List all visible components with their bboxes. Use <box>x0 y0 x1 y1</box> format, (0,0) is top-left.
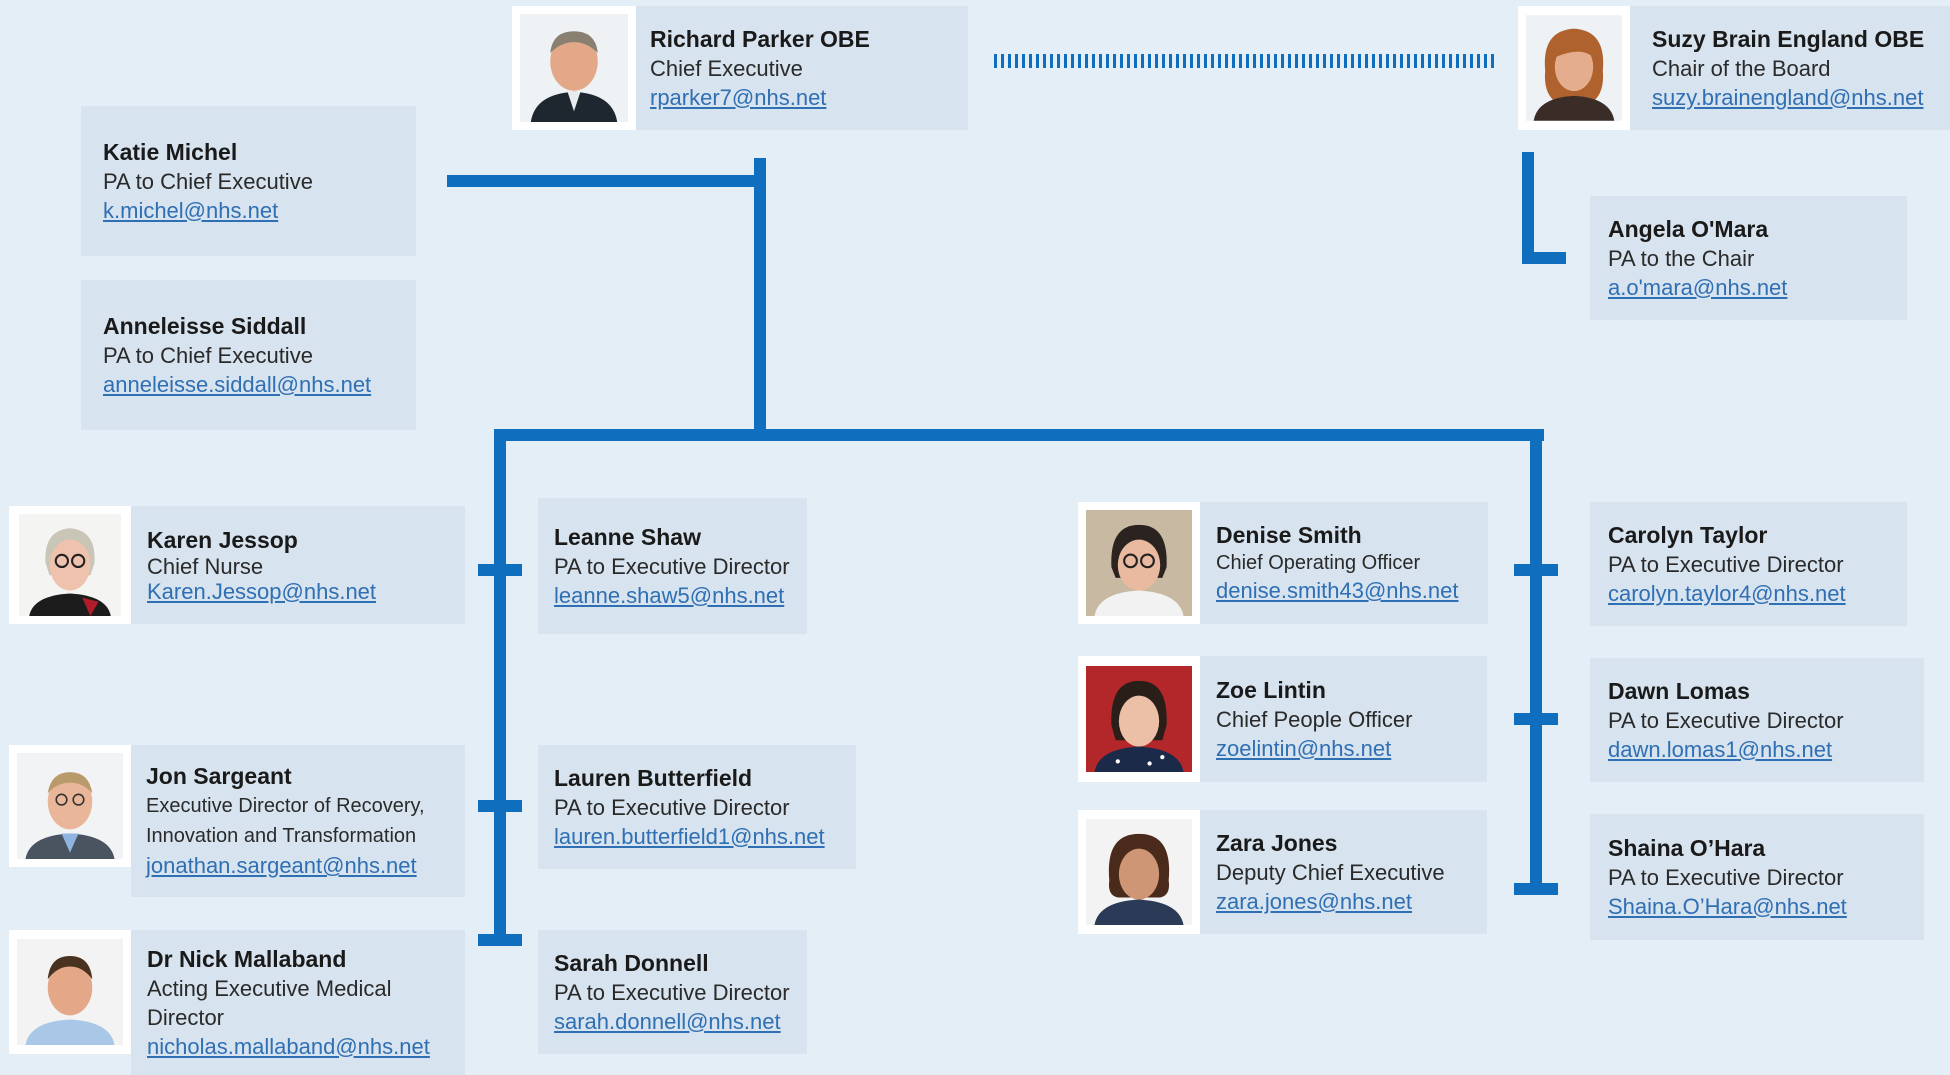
connector-ceo-pa <box>447 175 760 187</box>
role-nick-mallaband-line1: Acting Executive Medical <box>147 975 392 1001</box>
email-anneleisse-siddall[interactable]: anneleisse.siddall@nhs.net <box>103 371 372 397</box>
email-denise-smith[interactable]: denise.smith43@nhs.net <box>1216 578 1459 603</box>
role-angela-omara: PA to the Chair <box>1608 245 1755 271</box>
card-denise-smith: Denise Smith Chief Operating Officer den… <box>1200 502 1488 624</box>
name-sarah-donnell: Sarah Donnell <box>554 949 709 976</box>
email-sarah-donnell[interactable]: sarah.donnell@nhs.net <box>554 1008 781 1034</box>
avatar-karen-jessop <box>9 506 131 624</box>
card-leanne-shaw: Leanne Shaw PA to Executive Director lea… <box>538 498 807 634</box>
role-leanne-shaw: PA to Executive Director <box>554 553 790 579</box>
avatar-denise-smith <box>1078 502 1200 624</box>
card-suzy-brain-england: Suzy Brain England OBE Chair of the Boar… <box>1630 6 1950 130</box>
name-richard-parker: Richard Parker OBE <box>650 25 870 52</box>
name-carolyn-taylor: Carolyn Taylor <box>1608 521 1768 548</box>
email-karen-jessop[interactable]: Karen.Jessop@nhs.net <box>147 578 377 604</box>
avatar-suzy-brain-england <box>1518 6 1630 130</box>
role-sarah-donnell: PA to Executive Director <box>554 979 790 1005</box>
email-lauren-butterfield[interactable]: lauren.butterfield1@nhs.net <box>554 823 825 849</box>
email-nick-mallaband[interactable]: nicholas.mallaband@nhs.net <box>147 1033 430 1059</box>
connector-chair-vertical <box>1522 152 1534 264</box>
name-shaina-ohara: Shaina O’Hara <box>1608 834 1766 861</box>
avatar-zoe-lintin <box>1078 656 1200 782</box>
role-karen-jessop: Chief Nurse <box>147 553 264 579</box>
connector-exec-horizontal <box>494 429 1544 441</box>
name-karen-jessop: Karen Jessop <box>147 526 298 553</box>
connector-right-vertical <box>1530 429 1542 891</box>
avatar-zara-jones <box>1078 810 1200 934</box>
role-nick-mallaband-line2: Director <box>147 1004 225 1030</box>
name-suzy-brain-england: Suzy Brain England OBE <box>1652 25 1925 52</box>
dashed-link-ceo-chair <box>994 54 1498 68</box>
email-jon-sargeant[interactable]: jonathan.sargeant@nhs.net <box>146 853 417 878</box>
email-suzy-brain-england[interactable]: suzy.brainengland@nhs.net <box>1652 84 1924 110</box>
card-katie-michel: Katie Michel PA to Chief Executive k.mic… <box>81 106 416 256</box>
name-zoe-lintin: Zoe Lintin <box>1216 676 1326 703</box>
tick-left-3 <box>478 934 522 946</box>
role-richard-parker: Chief Executive <box>650 55 803 81</box>
card-anneleisse-siddall: Anneleisse Siddall PA to Chief Executive… <box>81 280 416 430</box>
role-dawn-lomas: PA to Executive Director <box>1608 707 1844 733</box>
connector-left-vertical <box>494 429 506 942</box>
name-zara-jones: Zara Jones <box>1216 829 1338 856</box>
name-katie-michel: Katie Michel <box>103 138 238 165</box>
name-denise-smith: Denise Smith <box>1216 522 1362 548</box>
card-sarah-donnell: Sarah Donnell PA to Executive Director s… <box>538 930 807 1054</box>
role-katie-michel: PA to Chief Executive <box>103 168 313 194</box>
card-nick-mallaband: Dr Nick Mallaband Acting Executive Medic… <box>131 930 465 1075</box>
role-lauren-butterfield: PA to Executive Director <box>554 794 790 820</box>
name-leanne-shaw: Leanne Shaw <box>554 523 701 550</box>
email-shaina-ohara[interactable]: Shaina.O’Hara@nhs.net <box>1608 893 1847 919</box>
card-zoe-lintin: Zoe Lintin Chief People Officer zoelinti… <box>1200 656 1487 782</box>
name-jon-sargeant: Jon Sargeant <box>146 763 292 789</box>
tick-left-2 <box>478 800 522 812</box>
name-lauren-butterfield: Lauren Butterfield <box>554 764 753 791</box>
card-jon-sargeant: Jon Sargeant Executive Director of Recov… <box>131 745 465 897</box>
role-carolyn-taylor: PA to Executive Director <box>1608 551 1844 577</box>
tick-right-3 <box>1514 883 1558 895</box>
role-zoe-lintin: Chief People Officer <box>1216 706 1413 732</box>
email-zoe-lintin[interactable]: zoelintin@nhs.net <box>1216 735 1392 761</box>
name-dawn-lomas: Dawn Lomas <box>1608 677 1750 704</box>
connector-chair-horizontal <box>1522 252 1566 264</box>
connector-ceo-trunk <box>754 158 766 440</box>
avatar-nick-mallaband <box>9 930 131 1054</box>
card-karen-jessop: Karen Jessop Chief Nurse Karen.Jessop@nh… <box>131 506 465 624</box>
role-jon-sargeant-line2: Innovation and Transformation <box>146 825 417 847</box>
role-jon-sargeant-line1: Executive Director of Recovery, <box>146 795 425 817</box>
card-shaina-ohara: Shaina O’Hara PA to Executive Director S… <box>1590 814 1924 940</box>
tick-right-2 <box>1514 713 1558 725</box>
avatar-richard-parker <box>512 6 636 130</box>
email-katie-michel[interactable]: k.michel@nhs.net <box>103 197 279 223</box>
card-dawn-lomas: Dawn Lomas PA to Executive Director dawn… <box>1590 658 1924 782</box>
name-angela-omara: Angela O'Mara <box>1608 215 1769 242</box>
name-nick-mallaband: Dr Nick Mallaband <box>147 945 347 972</box>
email-angela-omara[interactable]: a.o'mara@nhs.net <box>1608 274 1788 300</box>
card-richard-parker: Richard Parker OBE Chief Executive rpark… <box>636 6 968 130</box>
role-zara-jones: Deputy Chief Executive <box>1216 859 1445 885</box>
card-zara-jones: Zara Jones Deputy Chief Executive zara.j… <box>1200 810 1487 934</box>
role-shaina-ohara: PA to Executive Director <box>1608 864 1844 890</box>
email-carolyn-taylor[interactable]: carolyn.taylor4@nhs.net <box>1608 580 1846 606</box>
email-zara-jones[interactable]: zara.jones@nhs.net <box>1216 888 1413 914</box>
name-anneleisse-siddall: Anneleisse Siddall <box>103 312 307 339</box>
email-dawn-lomas[interactable]: dawn.lomas1@nhs.net <box>1608 736 1833 762</box>
role-anneleisse-siddall: PA to Chief Executive <box>103 342 313 368</box>
card-angela-omara: Angela O'Mara PA to the Chair a.o'mara@n… <box>1590 196 1907 320</box>
email-richard-parker[interactable]: rparker7@nhs.net <box>650 84 827 110</box>
email-leanne-shaw[interactable]: leanne.shaw5@nhs.net <box>554 582 785 608</box>
card-lauren-butterfield: Lauren Butterfield PA to Executive Direc… <box>538 745 856 869</box>
role-denise-smith: Chief Operating Officer <box>1216 552 1421 574</box>
tick-left-1 <box>478 564 522 576</box>
avatar-jon-sargeant <box>9 745 131 867</box>
tick-right-1 <box>1514 564 1558 576</box>
card-carolyn-taylor: Carolyn Taylor PA to Executive Director … <box>1590 502 1907 626</box>
role-suzy-brain-england: Chair of the Board <box>1652 55 1831 81</box>
